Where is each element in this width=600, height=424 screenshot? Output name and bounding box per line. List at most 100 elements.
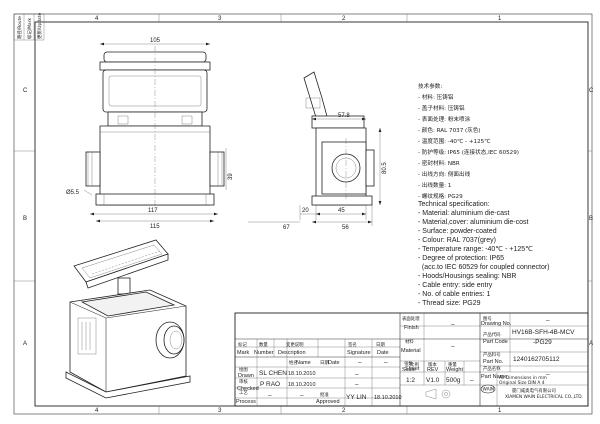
tb-weight-label: Weight	[446, 367, 463, 373]
stamp-mark: 标记/Mark	[26, 17, 33, 39]
tb-scale-label: Scale	[402, 367, 416, 373]
spec-en-line-2: - Material,cover: aluminium die-cost	[418, 219, 529, 226]
stamp-update: 更新/Update	[36, 13, 43, 39]
spec-chinese: 技术参数: - 材料: 压铸铝 - 盖子材料: 压铸铝 - 表面处理: 粉末喷涂…	[418, 82, 519, 200]
tb-dims-note-1: All Dimensions in mm	[499, 375, 547, 381]
tb-part-name-label: Part Name	[481, 374, 507, 380]
front-dimensions: 105 39 Ø5.5 117 115	[66, 38, 234, 230]
isometric-view	[65, 239, 191, 399]
tb-dash-2: –	[384, 359, 388, 366]
dim-mount-hole: Ø5.5	[66, 190, 80, 196]
spec-en-line-3: - Surface: powder-coated	[418, 228, 497, 235]
tb-company-cn: 厦门威奥电气有限公司	[512, 387, 556, 394]
spec-cn-line-9: - 出线数量: 1	[418, 181, 452, 189]
spec-en-line-7: (acc.to IEC 60529 for coupled connector)	[418, 264, 550, 271]
title-block: 表面处理 Finish – 材料 Material – 图号 Drawing N…	[234, 312, 589, 407]
tb-date2-label: Date	[328, 360, 340, 366]
company-logo: WAIN	[480, 384, 496, 394]
grid-label-right-c: C	[589, 88, 594, 94]
grid-label-left-a: A	[23, 341, 27, 347]
grid-label-right-a: A	[589, 341, 593, 347]
corner-stamp: 路径/Route 标记/Mark 更新/Update	[13, 13, 45, 41]
dim-front-width-base: 115	[150, 224, 160, 230]
tb-dash-6: –	[300, 392, 304, 399]
tb-drawn-name: SL CHEN	[259, 370, 287, 377]
tb-part-no-cn: 产品料号	[483, 351, 501, 358]
dim-side-height: 80.5	[382, 162, 388, 174]
tb-part-no-label: Part No.	[483, 359, 504, 365]
spec-cn-line-1: - 材料: 压铸铝	[418, 93, 454, 101]
spec-en-line-5: - Temperature range: -40℃ - +125℃	[418, 246, 533, 253]
tb-sig-label: Signature	[347, 350, 371, 356]
tb-sheet-label: Sheet	[405, 366, 420, 372]
spec-cn-line-4: - 颜色: RAL 7037 (灰色)	[418, 126, 481, 134]
tb-checked-date: 18.10.2010	[288, 382, 316, 388]
tb-drawn-cn: 绘图	[239, 366, 248, 373]
spec-en-line-11: - Thread size: PG29	[418, 300, 481, 307]
tb-finish-cn: 表面处理	[402, 315, 420, 322]
tb-process-cn: 工艺	[239, 390, 248, 396]
dim-side-b: 20	[302, 208, 309, 214]
grid-label-bottom-1: 1	[498, 408, 502, 414]
grid-label-top-3: 3	[218, 16, 222, 22]
grid-label-top-4: 4	[95, 16, 99, 22]
dim-front-height: 39	[228, 173, 234, 180]
spec-english: Technical specification: - Material: alu…	[418, 201, 550, 307]
tb-date-label: Date	[377, 350, 389, 356]
dim-front-width-outer: 117	[148, 208, 158, 214]
dim-side-a: 67	[283, 225, 290, 231]
tb-desc-label: Description	[278, 350, 306, 356]
side-view	[303, 71, 375, 206]
tb-rev-value: V1.0	[426, 377, 440, 384]
tb-scale-cn: 比例	[410, 361, 419, 368]
grid-label-bottom-3: 3	[218, 408, 222, 414]
spec-en-line-4: - Colour: RAL 7037(grey)	[418, 237, 496, 244]
tb-company-en: XIAMEN WAIN ELECTRICAL CO.,LTD.	[505, 394, 583, 400]
grid-labels: 4 3 2 1 4 3 2 1 C B A C B A	[23, 16, 594, 414]
grid-ticks	[14, 14, 592, 414]
stamp-route: 路径/Route	[16, 16, 23, 39]
tb-dash-7: –	[470, 377, 474, 384]
spec-en-line-8: - Hoods/Housings sealing: NBR	[418, 273, 516, 280]
dim-side-d: 56	[342, 225, 349, 231]
front-view	[85, 46, 225, 210]
tb-drawn-date: 18.10.2010	[288, 371, 316, 377]
tb-process-label: Process	[236, 399, 256, 405]
tb-drawing-no-label: Drawing No.	[481, 321, 512, 327]
tb-date2-cn: 日期	[320, 360, 329, 366]
company-logo-text: WAIN	[483, 387, 495, 393]
tb-scale-value: 1:2	[406, 377, 415, 384]
tb-part-no-value: 1240162705112	[513, 356, 560, 363]
spec-cn-line-3: - 表面处理: 粉末喷涂	[418, 115, 471, 123]
tb-sig-cn: 签名	[348, 341, 357, 348]
tb-number-label: Number	[254, 350, 274, 356]
tb-drawn-label: Drawn	[238, 373, 254, 379]
tb-rev-label: REV	[427, 367, 439, 373]
tb-checked-name: P RAO	[260, 381, 280, 388]
grid-label-left-c: C	[23, 88, 28, 94]
tb-approved-cn: 批准	[320, 391, 329, 398]
spec-cn-line-2: - 盖子材料: 压铸铝	[418, 104, 465, 112]
tb-approved-name: YY LIN	[346, 394, 367, 401]
spec-cn-line-10: - 螺纹规格: PG29	[418, 192, 463, 200]
tb-name-cn: 姓名	[289, 359, 298, 366]
tb-weight-cn: 重量	[448, 361, 457, 368]
tb-finish-value: –	[451, 321, 455, 328]
spec-cn-line-7: - 密封材料: NBR	[418, 159, 460, 167]
tb-number-cn: 数量	[259, 341, 268, 348]
tb-dash-1: –	[358, 359, 362, 366]
tb-desc-cn: 变更说明	[286, 341, 304, 348]
tb-dims-note-2: Original Size DIN A 4	[499, 380, 545, 386]
grid-label-bottom-4: 4	[95, 408, 99, 414]
tb-part-name-value: –	[546, 371, 550, 378]
grid-label-left-b: B	[23, 216, 27, 222]
tb-checked-cn: 审核	[239, 378, 248, 385]
dim-side-top: 57.8	[338, 113, 350, 119]
tb-part-code-cn: 产品代码	[483, 331, 501, 338]
spec-en-line-10: - No. of cable entries: 1	[418, 291, 490, 298]
side-dimensions: 57.8 80.5 20 45 56 67	[248, 113, 388, 231]
tb-mark-label: Mark	[237, 350, 249, 356]
grid-label-top-1: 1	[498, 16, 502, 22]
tb-material-label: Material	[401, 348, 421, 354]
